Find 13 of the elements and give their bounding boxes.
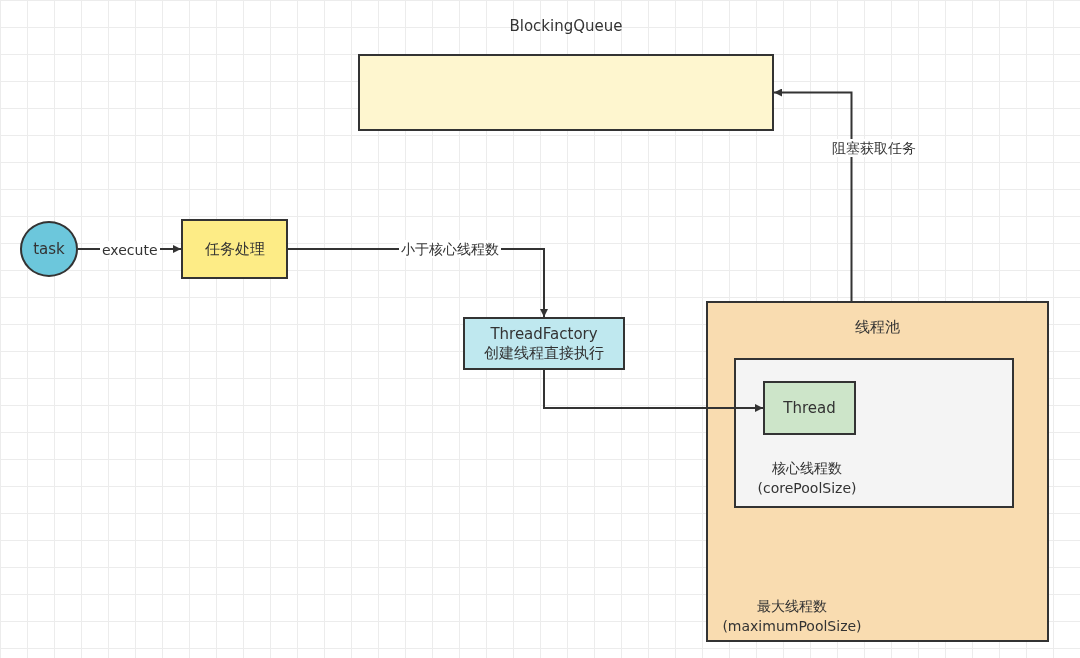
pool-title: 线程池 <box>854 317 901 337</box>
pool-box <box>706 301 1049 642</box>
process-box: Thread <box>763 381 856 435</box>
process-box: 任务处理 <box>181 219 288 279</box>
core-pool-size-text: 核心线程数 (corePoolSize) <box>756 459 858 498</box>
arrow <box>543 369 764 412</box>
edge-label: 小于核心线程数 <box>399 240 501 258</box>
core-pool-box <box>734 358 1014 508</box>
edge-label: 阻塞获取任务 <box>830 139 918 157</box>
arrow <box>773 88 853 302</box>
max-pool-size-text: 最大线程数 (maximumPoolSize) <box>721 597 863 636</box>
queue-title: BlockingQueue <box>508 16 624 36</box>
process-box: ThreadFactory 创建线程直接执行 <box>463 317 625 370</box>
